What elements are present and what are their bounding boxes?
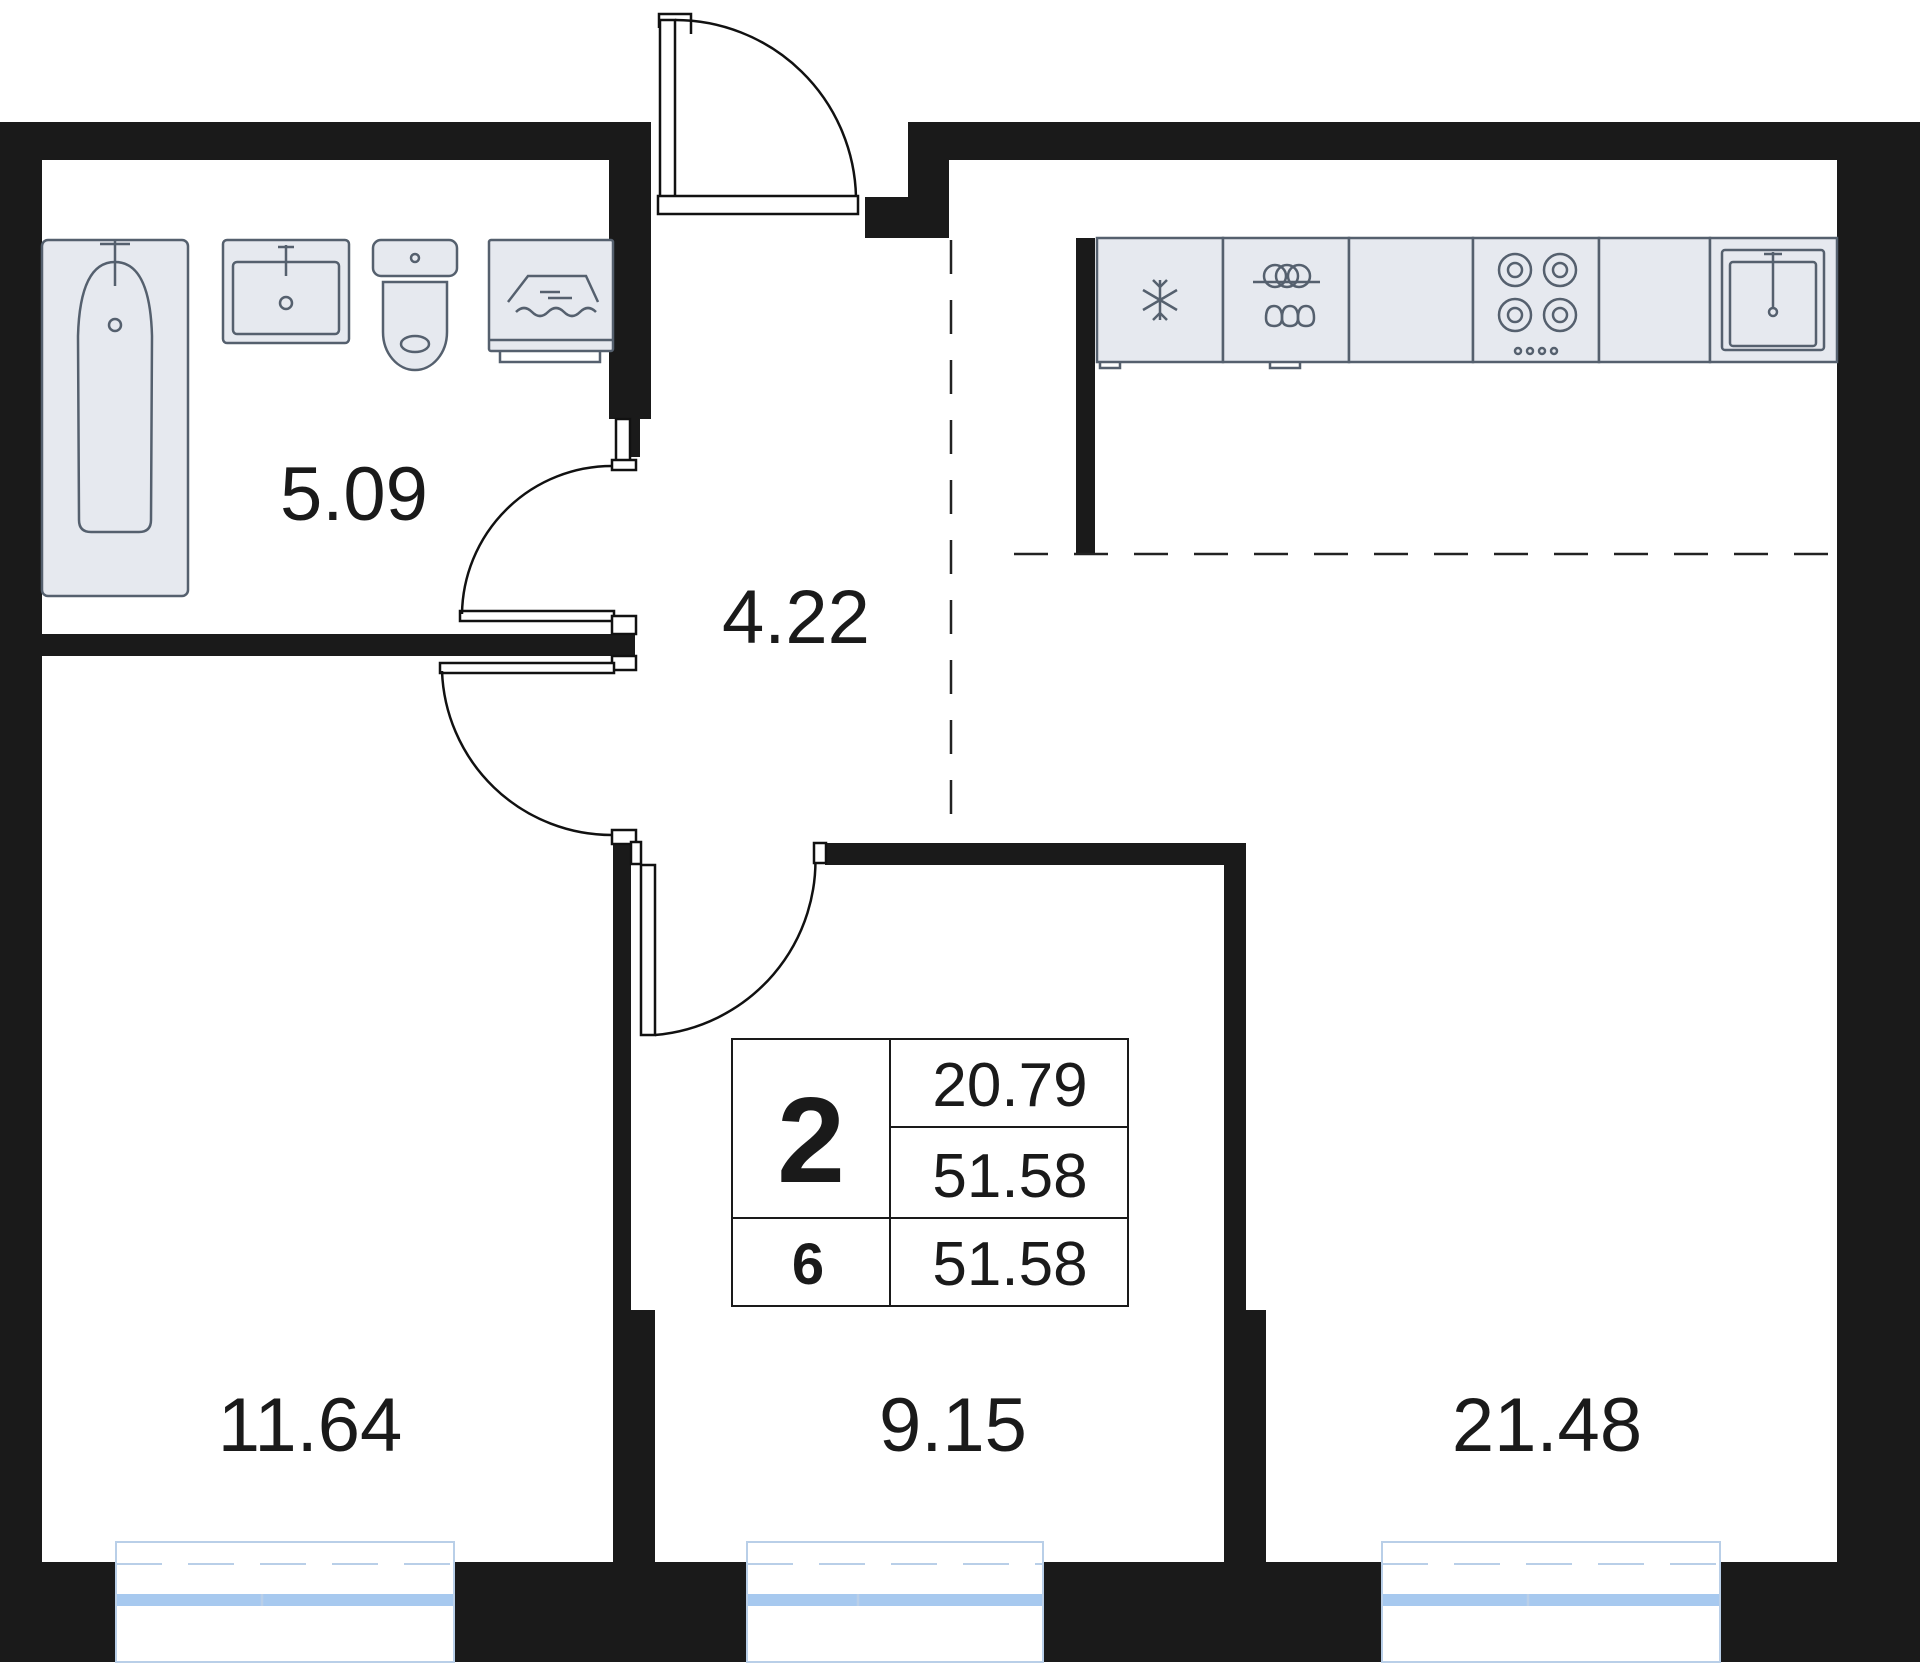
dishwasher-icon bbox=[1253, 263, 1320, 328]
cooktop-icon bbox=[1497, 252, 1578, 356]
toilet-icon bbox=[371, 238, 459, 372]
bedroom-area-label: 11.64 bbox=[218, 1383, 403, 1468]
kitchen-counter bbox=[1095, 236, 1839, 370]
wall-room-right-lower bbox=[1224, 1310, 1266, 1570]
wall-kitchen-partition bbox=[1076, 238, 1095, 554]
wall-corridor-left bbox=[613, 842, 631, 1310]
total-area-value-2: 51.58 bbox=[932, 1230, 1087, 1299]
wall-bottom bbox=[0, 1562, 1920, 1662]
total-area-value: 51.58 bbox=[932, 1142, 1087, 1211]
washing-machine-icon bbox=[487, 238, 615, 364]
bathtub-icon bbox=[40, 238, 190, 598]
bathroom-door bbox=[458, 417, 638, 636]
kitchen-living-area-label: 21.48 bbox=[1452, 1383, 1642, 1468]
wall-bath-bottom bbox=[42, 634, 635, 656]
bedroom-door bbox=[438, 654, 638, 846]
kitchen-sink-icon bbox=[1720, 248, 1826, 352]
window-bedroom bbox=[115, 1541, 455, 1663]
wall-bath-right-stub bbox=[630, 419, 640, 457]
window-kitchen bbox=[1381, 1541, 1721, 1663]
wall-left bbox=[0, 122, 42, 1662]
wall-top-right bbox=[865, 122, 1920, 238]
wall-bath-right bbox=[609, 197, 651, 419]
apartment-info-box: 2 20.79 51.58 6 51.58 bbox=[731, 1038, 1129, 1307]
living-area-value: 20.79 bbox=[932, 1051, 1087, 1120]
room-area-label: 9.15 bbox=[879, 1383, 1027, 1468]
floor-value: 6 bbox=[792, 1232, 824, 1297]
wall-corridor-left-lower bbox=[613, 1310, 655, 1570]
room-door bbox=[629, 840, 828, 1037]
wall-room-top bbox=[825, 843, 1245, 865]
washbasin-icon bbox=[221, 238, 351, 345]
wall-room-right bbox=[1224, 843, 1246, 1310]
window-room bbox=[746, 1541, 1044, 1663]
hallway-area-label: 4.22 bbox=[722, 575, 870, 660]
rooms-count: 2 bbox=[777, 1072, 845, 1208]
fridge-icon bbox=[1142, 279, 1178, 321]
bathroom-area-label: 5.09 bbox=[280, 452, 428, 537]
wall-top-left bbox=[0, 122, 651, 197]
wall-right bbox=[1837, 122, 1920, 1662]
walls bbox=[0, 122, 1920, 1662]
entrance-door bbox=[656, 12, 860, 216]
